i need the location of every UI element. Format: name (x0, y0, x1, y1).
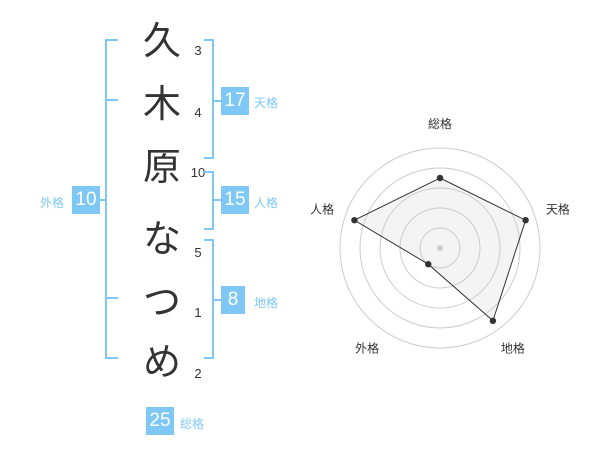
radar-rings (339, 147, 541, 349)
stroke-count-1: 3 (194, 43, 202, 58)
stroke-count-2: 4 (194, 105, 202, 120)
radar-ring-3 (379, 187, 501, 309)
tenkaku-value-box: 17 (221, 87, 249, 115)
name-char-4: な (142, 217, 181, 261)
radar-label-4: 外格 (355, 340, 379, 355)
radar-label-1: 総格 (428, 116, 452, 131)
radar-point-5 (351, 216, 358, 224)
soukaku-value-box: 25 (146, 407, 174, 435)
jinkaku-value-box: 15 (221, 186, 249, 214)
tenkaku-bracket (204, 39, 214, 159)
tenkaku-label: 天格 (254, 96, 279, 110)
radar-point-4 (425, 260, 432, 268)
gaikaku-label: 外格 (40, 196, 65, 210)
stroke-count-6: 2 (194, 366, 202, 381)
radar-points (351, 174, 529, 325)
radar-center-dot (437, 245, 443, 251)
soukaku-label: 総格 (180, 417, 205, 431)
radar-label-2: 天格 (546, 202, 570, 217)
radar-point-3 (489, 317, 497, 325)
radar-polygon (353, 177, 527, 322)
stroke-count-4: 5 (194, 245, 202, 260)
chikaku-label: 地格 (254, 296, 279, 310)
name-char-1: 久 (142, 19, 181, 63)
radar-label-5: 人格 (310, 202, 334, 217)
radar-ring-4 (359, 167, 521, 329)
name-char-2: 木 (142, 82, 181, 126)
radar-point-2 (522, 216, 529, 224)
stroke-count-5: 1 (194, 305, 202, 320)
name-char-3: 原 (142, 145, 181, 189)
radar-ring-1 (419, 227, 461, 269)
chikaku-value-box: 8 (221, 286, 245, 314)
gaikaku-value-box: 10 (72, 186, 100, 214)
radar-label-3: 地格 (501, 340, 525, 355)
name-char-5: つ (142, 280, 181, 324)
radar-ring-2 (399, 207, 481, 289)
jinkaku-label: 人格 (254, 196, 279, 210)
radar-point-1 (436, 174, 444, 182)
name-char-6: め (142, 340, 181, 384)
stroke-count-3: 10 (190, 165, 206, 180)
